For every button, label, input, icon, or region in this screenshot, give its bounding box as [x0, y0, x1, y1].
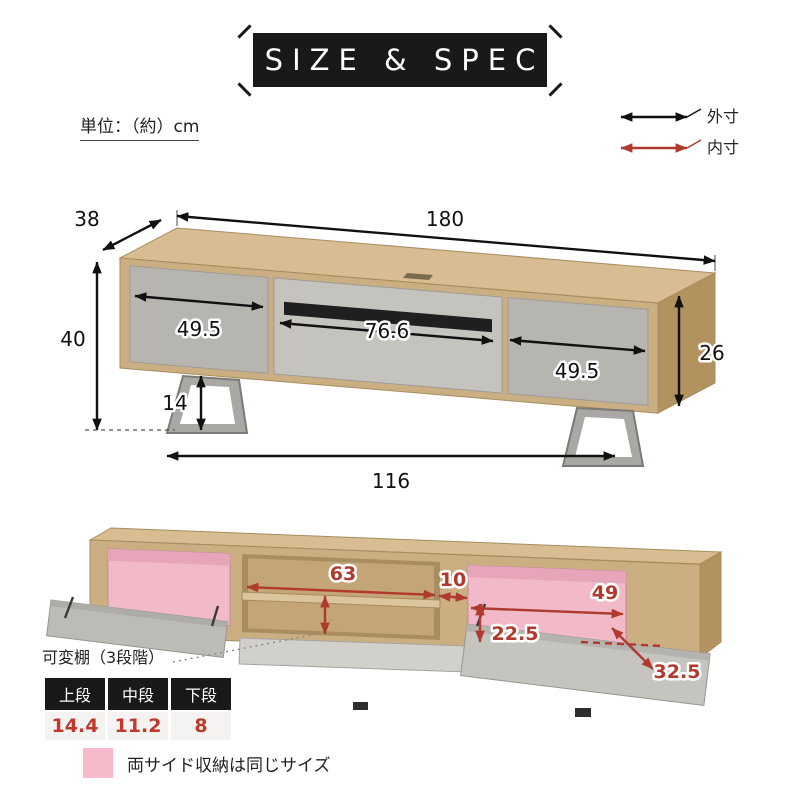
left-flap-edge	[50, 600, 228, 628]
foot	[353, 702, 368, 710]
side-door-depth-arrow	[611, 627, 654, 670]
center-drawer-arrow	[279, 319, 494, 345]
depth-38-arrow	[102, 218, 162, 252]
right-compartment-shadow	[468, 565, 626, 584]
left-compartment-shadow	[108, 548, 230, 566]
depth-38-label: 38	[74, 207, 99, 231]
side-height-label: 22.5	[492, 623, 539, 645]
legend-leader	[686, 108, 702, 118]
body-height-label: 26	[699, 341, 724, 365]
flap-stay-hinge	[63, 596, 75, 619]
title-corner-tick	[237, 24, 252, 39]
dimension-legend: 外寸 内寸	[620, 107, 739, 157]
height-40-label: 40	[60, 327, 85, 351]
left-drawer-label: 49.5	[177, 317, 222, 341]
right-drawer	[507, 297, 649, 406]
outer-dimension-annotations: 180 38 40 49.5 76.6 49.5 14 26 116	[58, 205, 727, 496]
cable-notch	[403, 273, 433, 280]
side-note-text: 両サイド収納は同じサイズ	[127, 755, 331, 776]
legend-inner-label: 内寸	[707, 138, 739, 157]
foot	[575, 708, 591, 717]
side-width-label: 49	[592, 582, 618, 604]
legend-outer-label: 外寸	[707, 107, 739, 126]
shelf-table-value-row: 14.4 11.2 8	[45, 712, 231, 740]
left-leg-opening	[180, 385, 235, 424]
title-corner-tick	[548, 82, 563, 97]
unit-note: 単位：（約）cm	[80, 112, 200, 141]
right-flap-panel	[460, 623, 711, 707]
shelf-value-middle: 11.2	[108, 712, 168, 740]
side-note-row: 両サイド収納は同じサイズ	[83, 748, 331, 778]
center-width-label: 63	[330, 563, 356, 585]
width-180-label: 180	[426, 207, 464, 231]
left-flap-door-open	[46, 599, 229, 658]
center-drawer-label: 76.6	[365, 319, 410, 343]
center-width-arrow	[246, 582, 436, 600]
adjustable-shelf-block: 可変棚（3段階） 上段 中段 下段 14.4 11.2 8	[42, 644, 234, 742]
outer-dimension-diagram: 180 38 40 49.5 76.6 49.5 14 26 116	[58, 205, 727, 496]
right-drawer-arrow	[509, 336, 646, 355]
right-leg-opening	[575, 417, 632, 457]
right-drawer-label: 49.5	[555, 359, 600, 383]
shelf-position-table: 上段 中段 下段 14.4 11.2 8	[42, 676, 234, 742]
open-board-side-face	[699, 551, 722, 660]
shelf-col-middle: 中段	[108, 678, 168, 710]
shelf-table-header-row: 上段 中段 下段	[45, 678, 231, 710]
flap-stay-hinge	[210, 605, 220, 627]
partition-label: 10	[440, 569, 466, 591]
shelf-col-upper: 上段	[45, 678, 105, 710]
width-180-arrow	[176, 212, 716, 265]
tv-board-isometric	[118, 227, 717, 467]
inner-dimension-diagram: 63 10 49 22.5 32.5	[46, 527, 723, 717]
adjustable-shelf-label: 可変棚（3段階）	[42, 648, 165, 667]
inner-dimension-annotations: 63 10 49 22.5 32.5	[172, 561, 703, 686]
shelf-value-lower: 8	[171, 712, 231, 740]
title-corner-tick	[237, 82, 252, 97]
shelf-label-leader	[172, 633, 318, 663]
legend-leader	[686, 139, 702, 149]
shelf-value-upper: 14.4	[45, 712, 105, 740]
partition-arrow	[438, 592, 468, 602]
leg-height-label: 14	[162, 391, 187, 415]
page-title: SIZE & SPEC	[253, 33, 547, 87]
left-drawer-arrow	[134, 292, 264, 311]
side-width-arrow	[470, 603, 624, 619]
side-door-depth-label: 32.5	[654, 661, 701, 683]
leg-span-label: 116	[372, 469, 410, 493]
pink-swatch	[83, 748, 113, 778]
shelf-col-lower: 下段	[171, 678, 231, 710]
title-corner-tick	[548, 24, 563, 39]
